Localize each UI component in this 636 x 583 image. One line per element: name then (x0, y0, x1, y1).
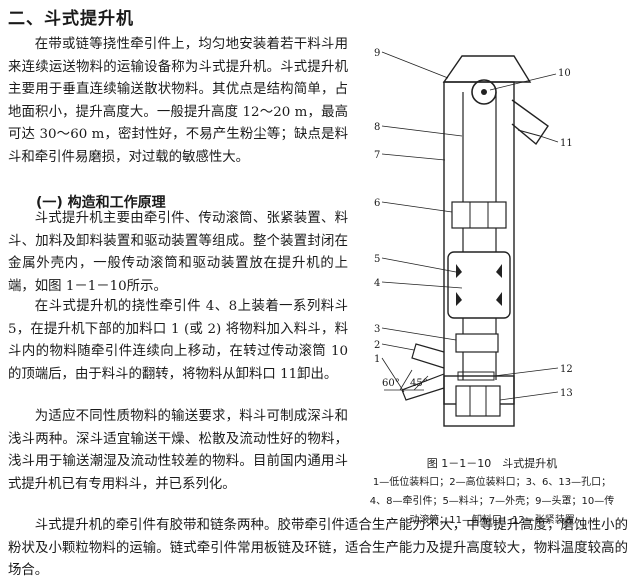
legend-line-2: 4、8—牵引件；5—料斗；7—外壳；9—头罩；10—传 (369, 496, 615, 507)
bucket-window (447, 251, 511, 319)
paragraph-bucket-types: 为适应不同性质物料的输送要求，料斗可制成深斗和浅斗两种。深斗适宜输送干燥、松散及… (8, 409, 348, 492)
label-7: 7 (374, 150, 380, 161)
bucket-right-2 (496, 292, 502, 306)
label-1: 1 (374, 354, 380, 365)
label-angle-45: 45° (410, 378, 428, 389)
opening-6 (451, 201, 507, 229)
paragraph-principle: 在斗式提升机的挠性牵引件 4、8上装着一系列料斗 5，在提升机下部的加料口 1 … (8, 299, 348, 382)
inlet-high (411, 343, 445, 369)
section-title: 二、斗式提升机 (8, 9, 134, 29)
label-11: 11 (560, 138, 573, 149)
bucket-right-1 (496, 264, 502, 278)
figure-caption: 图 1－1－10 斗式提升机 (426, 457, 558, 470)
legend-line-1: 1—低位装料口；2—高位装料口；3、6、13—孔口； (372, 477, 612, 488)
discharge-chute (511, 99, 549, 146)
label-5: 5 (374, 254, 380, 265)
legend-line-3: 动滚筒；11—卸料口；12—张紧装置 (409, 515, 575, 526)
label-angle-60: 60° (382, 378, 400, 389)
paragraph-traction: 斗式提升机的牵引件有胶带和链条两种。胶带牵引件适合生产能力不大，中等提升高度，磨… (8, 518, 628, 579)
opening-13 (455, 385, 501, 417)
label-8: 8 (374, 122, 380, 133)
boot-section (443, 375, 515, 427)
subsection-title: (一) 构造和工作原理 (36, 195, 166, 211)
paragraph-structure: 斗式提升机主要由牵引件、传动滚筒、张紧装置、料斗、加料及卸料装置和驱动装置等组成… (8, 211, 348, 294)
label-9: 9 (374, 48, 380, 59)
label-13: 13 (560, 388, 573, 399)
label-3: 3 (374, 324, 380, 335)
label-2: 2 (374, 340, 380, 351)
paragraph-intro: 在带或链等挠性牵引件上，均匀地安装着若干料斗用来连续运送物料的运输设备称为斗式提… (8, 37, 348, 165)
opening-3 (455, 333, 499, 353)
head-hood (442, 55, 532, 83)
figure-legend: 1—低位装料口；2—高位装料口；3、6、13—孔口； 4、8—牵引件；5—料斗；… (352, 473, 632, 530)
casing (443, 81, 515, 405)
label-12: 12 (560, 364, 573, 375)
label-6: 6 (374, 198, 380, 209)
bucket-elevator-diagram: 9 10 8 11 7 6 5 4 3 2 1 12 13 60° 45° (374, 48, 573, 427)
label-4: 4 (374, 278, 380, 289)
inlet-low (401, 373, 445, 401)
bucket-left-2 (456, 292, 462, 306)
label-10: 10 (558, 68, 571, 79)
bucket-left-1 (456, 264, 462, 278)
